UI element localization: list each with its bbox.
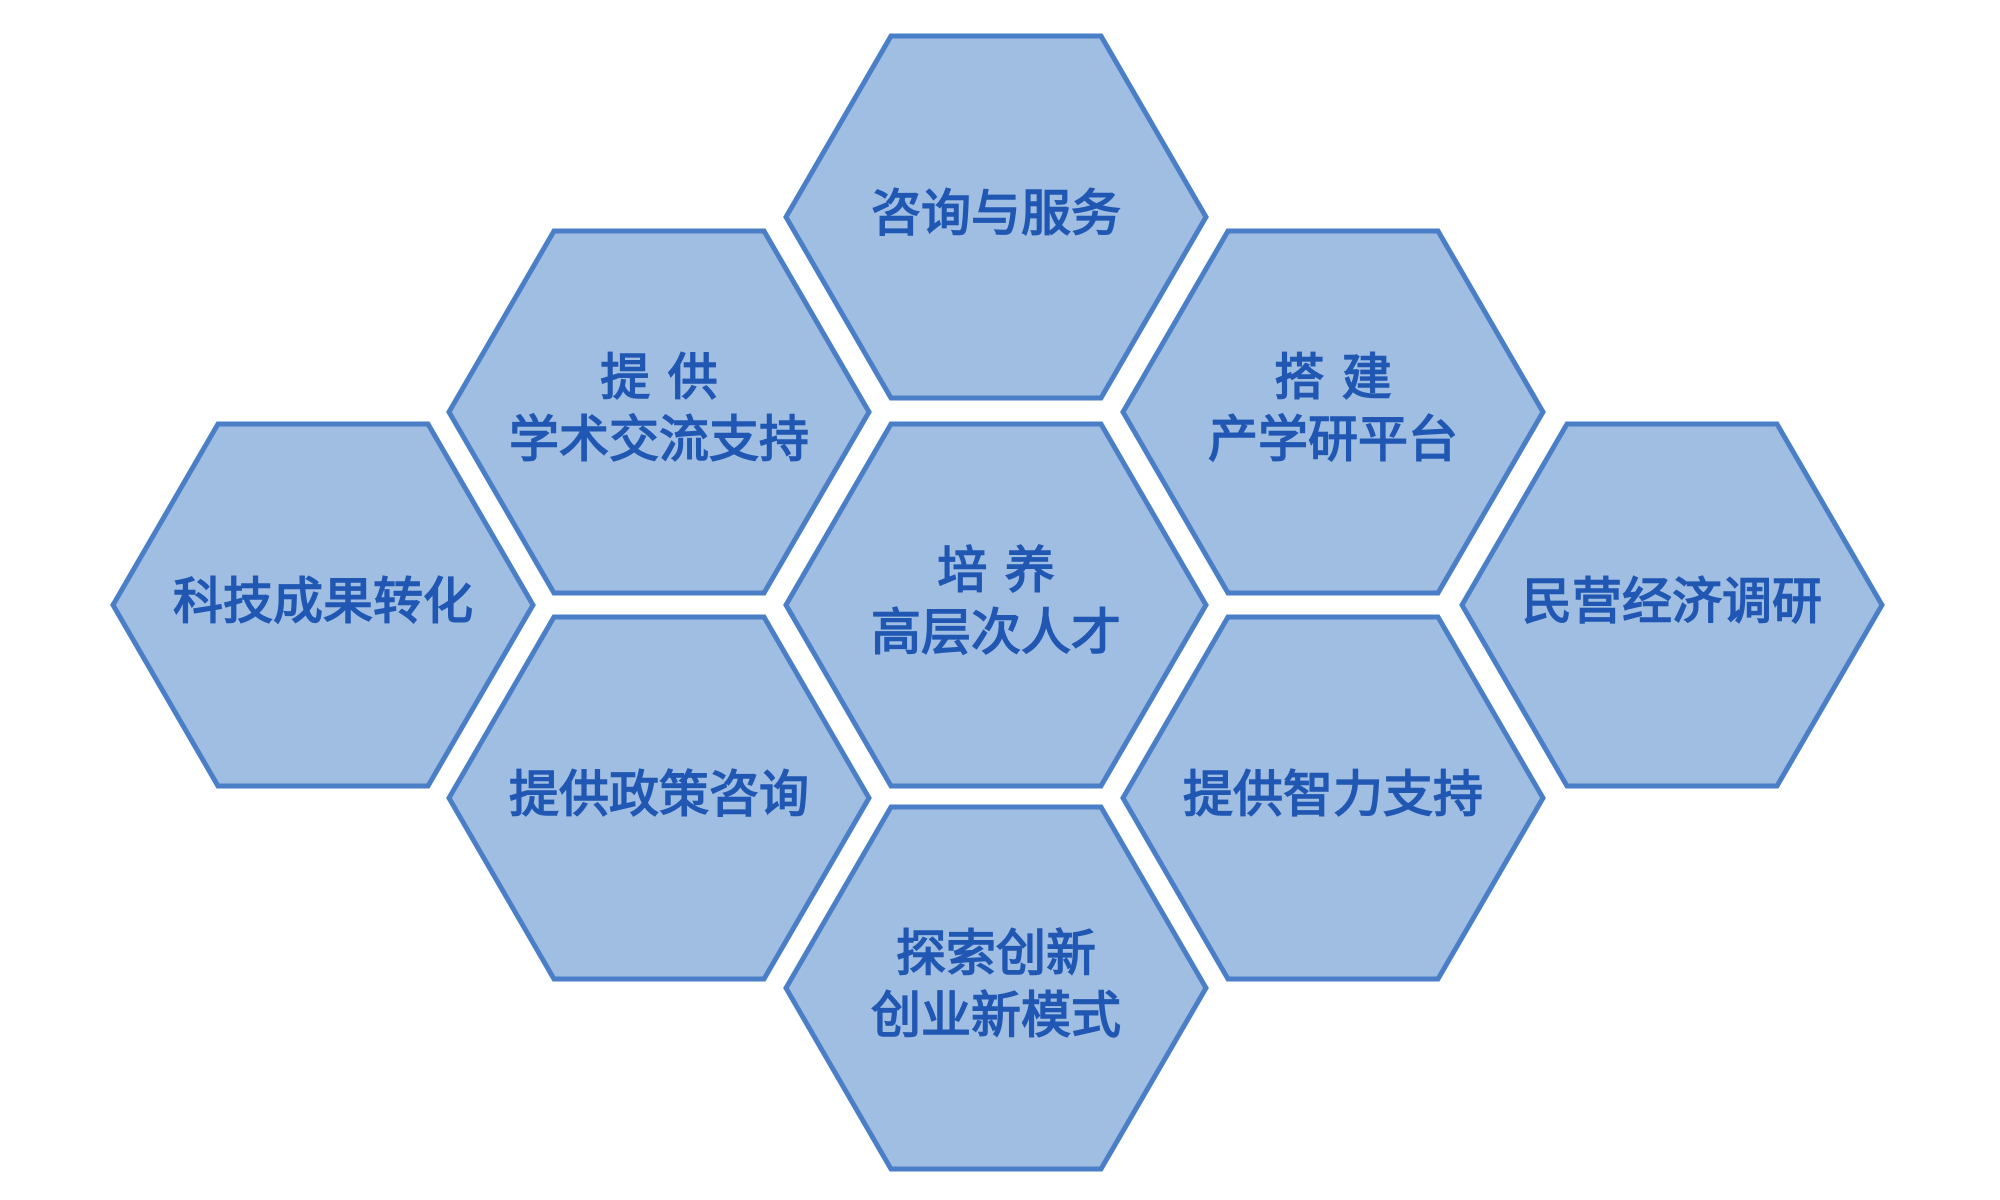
hexagon-label: 搭 建 — [1274, 349, 1391, 407]
hexagon-shape — [446, 614, 872, 982]
hexagon-shape — [783, 421, 1209, 789]
hexagon-intellectual-support: 提供智力支持 — [1120, 614, 1546, 982]
hexagon-shape — [1120, 228, 1546, 596]
hexagon-label: 民营经济调研 — [1522, 573, 1822, 631]
hexagon-label: 产学研平台 — [1208, 411, 1458, 469]
hexagon-label: 提供政策咨询 — [509, 766, 809, 824]
hexagon-label: 提 供 — [600, 349, 717, 407]
hexagon-shape — [446, 228, 872, 596]
hexagon-private-economy-research: 民营经济调研 — [1459, 421, 1885, 789]
hexagon-label: 提供智力支持 — [1183, 766, 1483, 824]
hexagon-shape — [1120, 614, 1546, 982]
hexagon-label: 创业新模式 — [871, 987, 1121, 1045]
hexagon-label: 高层次人才 — [871, 604, 1121, 662]
hexagon-label: 科技成果转化 — [173, 573, 473, 631]
hexagon-label: 探索创新 — [896, 925, 1096, 983]
hexagon-shape — [783, 33, 1209, 401]
hexagon-tech-transfer: 科技成果转化 — [110, 421, 536, 789]
hexagon-label: 咨询与服务 — [871, 185, 1121, 243]
hexagon-label: 培 养 — [937, 542, 1054, 600]
hexagon-shape — [110, 421, 536, 789]
hexagon-label: 学术交流支持 — [509, 411, 809, 469]
hexagon-consulting-services: 咨询与服务 — [783, 33, 1209, 401]
hexagon-policy-consulting: 提供政策咨询 — [446, 614, 872, 982]
hexagon-shape — [783, 804, 1209, 1172]
hexagon-shape — [1459, 421, 1885, 789]
